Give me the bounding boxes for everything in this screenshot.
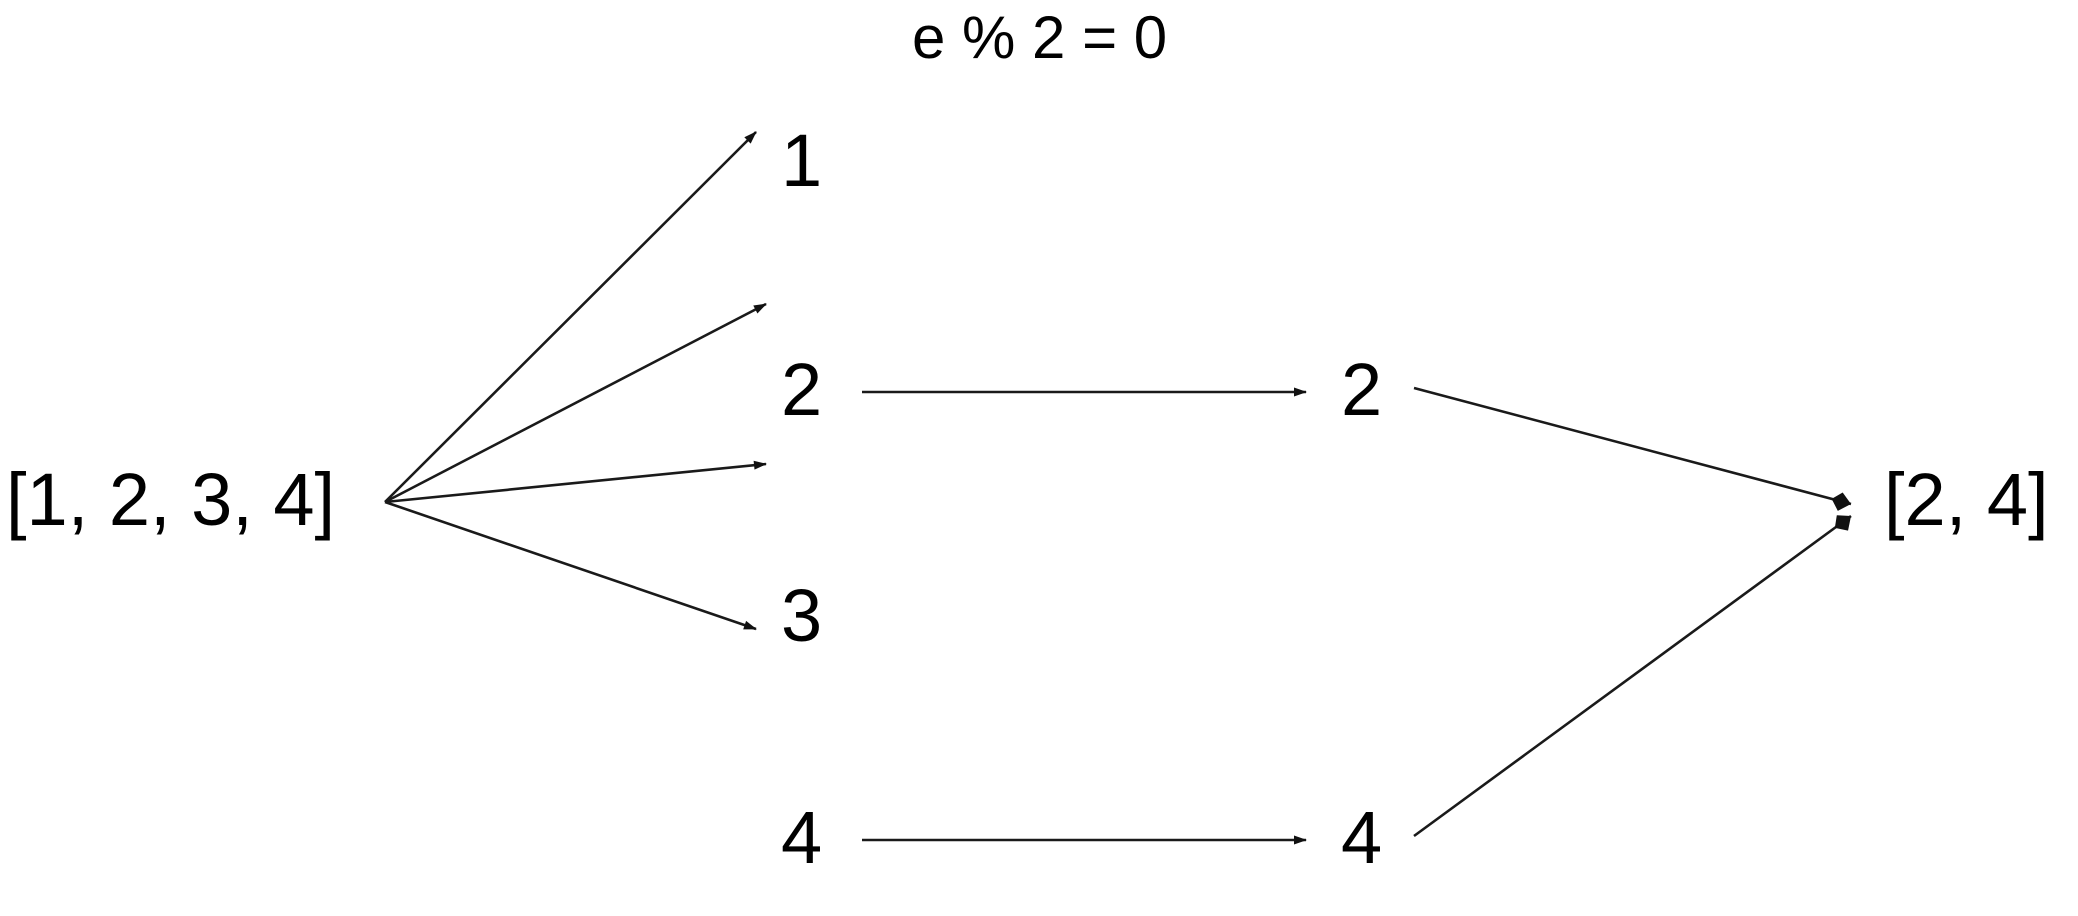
edge-input-to-2 <box>384 302 767 504</box>
element-node-1: 1 <box>781 119 823 202</box>
output-list-label: [2, 4] <box>1884 458 2049 541</box>
element-node-3: 3 <box>781 574 823 657</box>
edge-kept-4-to-output <box>1413 514 1852 838</box>
edge-input-to-4 <box>384 500 757 631</box>
input-list-label: [1, 2, 3, 4] <box>6 458 336 541</box>
edge-kept-2-to-output <box>1413 386 1852 511</box>
predicate-title: e % 2 = 0 <box>912 4 1168 71</box>
kept-element-node-4: 4 <box>1341 796 1383 879</box>
edge-input-to-1 <box>384 131 757 503</box>
kept-element-node-2: 2 <box>1341 348 1383 431</box>
edge-input-to-3 <box>384 460 767 504</box>
element-node-2: 2 <box>781 348 823 431</box>
element-node-4: 4 <box>781 796 823 879</box>
